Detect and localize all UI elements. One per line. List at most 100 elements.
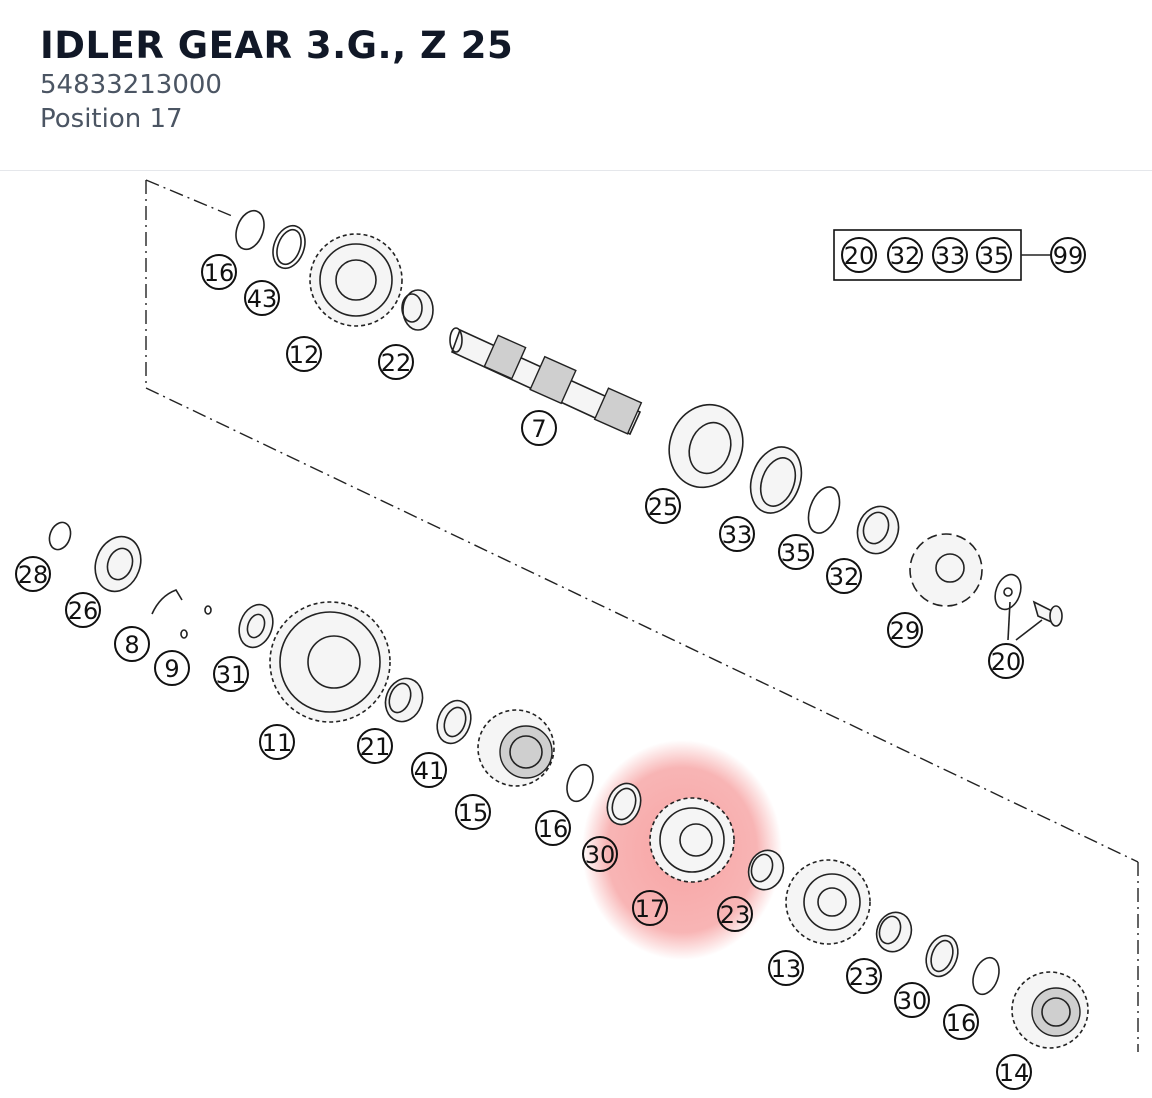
part-bearing-25 (668, 403, 744, 489)
callout-label: 30 (897, 987, 928, 1015)
part-gear-15 (477, 709, 555, 787)
part-pin-9 (180, 605, 212, 639)
callout-label: 16 (946, 1009, 977, 1037)
callout-label: 22 (381, 349, 412, 377)
part-sprocket-29 (909, 533, 983, 607)
callout-label: 29 (890, 617, 921, 645)
callout-label: 26 (68, 597, 99, 625)
part-circlip-16-lower (972, 956, 1000, 996)
callout-label: 13 (771, 955, 802, 983)
callout-8[interactable]: 8 (114, 626, 150, 662)
callout-label: 23 (849, 963, 880, 991)
callout-label: 31 (216, 661, 247, 689)
part-washer-43 (272, 224, 306, 270)
part-gear-12 (309, 233, 403, 327)
callout-label: 16 (204, 259, 235, 287)
callout-label: 16 (538, 815, 569, 843)
callout-41[interactable]: 41 (411, 752, 447, 788)
callout-23-middle[interactable]: 23 (717, 896, 753, 932)
kit-result-callout[interactable]: 99 (1050, 237, 1086, 273)
callout-label: 35 (781, 539, 812, 567)
part-sleeve-32 (856, 505, 900, 555)
callout-label: 20 (991, 648, 1022, 676)
part-gear-13 (785, 859, 871, 945)
part-bushing-23-lower (875, 911, 913, 953)
callout-9[interactable]: 9 (154, 650, 190, 686)
callout-23-lower[interactable]: 23 (846, 958, 882, 994)
kit-item-label: 20 (844, 242, 875, 270)
callout-label: 43 (247, 285, 278, 313)
callout-16-middle[interactable]: 16 (535, 810, 571, 846)
part-gear-11 (269, 601, 391, 723)
part-ring-35 (807, 486, 841, 534)
kit-result-label: 99 (1053, 242, 1084, 270)
part-bushing-23-middle (747, 849, 785, 891)
callout-label: 17 (635, 895, 666, 923)
exploded-diagram: 20 32 33 35 99 16 43 12 22 7 25 33 35 32… (0, 172, 1152, 1098)
part-washer-31 (238, 603, 274, 649)
callout-21[interactable]: 21 (357, 728, 393, 764)
kit-item-1[interactable]: 20 (841, 237, 877, 273)
callout-label: 14 (999, 1059, 1030, 1087)
part-position: Position 17 (40, 104, 183, 134)
part-bushing-21 (384, 677, 424, 723)
callout-7[interactable]: 7 (521, 410, 557, 446)
callout-35[interactable]: 35 (778, 534, 814, 570)
part-shaft-7 (449, 327, 643, 436)
callout-label: 41 (414, 757, 445, 785)
callout-13[interactable]: 13 (768, 950, 804, 986)
callout-12[interactable]: 12 (286, 336, 322, 372)
callout-43[interactable]: 43 (244, 280, 280, 316)
callout-11[interactable]: 11 (259, 724, 295, 760)
part-washer-41 (436, 699, 472, 745)
part-washer-20 (994, 573, 1022, 611)
callout-33[interactable]: 33 (719, 516, 755, 552)
callout-26[interactable]: 26 (65, 592, 101, 628)
callout-22[interactable]: 22 (378, 344, 414, 380)
callout-32[interactable]: 32 (826, 558, 862, 594)
callout-30-lower[interactable]: 30 (894, 982, 930, 1018)
callout-16-upper[interactable]: 16 (201, 254, 237, 290)
kit-item-label: 35 (979, 242, 1010, 270)
kit-item-4[interactable]: 35 (976, 237, 1012, 273)
part-washer-30-middle (606, 782, 642, 826)
part-circlip-16-middle (566, 763, 594, 803)
part-circlip-16-upper (235, 209, 265, 251)
part-idler-gear-17 (649, 797, 735, 883)
part-bearing-26 (94, 535, 142, 593)
kit-item-label: 32 (890, 242, 921, 270)
callout-28[interactable]: 28 (15, 556, 51, 592)
callout-17-highlighted[interactable]: 17 (632, 890, 668, 926)
callout-label: 12 (289, 341, 320, 369)
leader-lines-20 (1007, 601, 1043, 641)
part-header: IDLER GEAR 3.G., Z 25 54833213000 Positi… (0, 0, 1152, 171)
callout-31[interactable]: 31 (213, 656, 249, 692)
callout-label: 25 (648, 493, 679, 521)
part-title: IDLER GEAR 3.G., Z 25 (40, 24, 514, 67)
callout-20[interactable]: 20 (988, 643, 1024, 679)
callout-label: 23 (720, 901, 751, 929)
part-washer-30-lower (925, 934, 959, 978)
callout-15[interactable]: 15 (455, 794, 491, 830)
callout-16-lower[interactable]: 16 (943, 1004, 979, 1040)
callout-30-middle[interactable]: 30 (582, 836, 618, 872)
kit-item-3[interactable]: 33 (932, 237, 968, 273)
callout-label: 15 (458, 799, 489, 827)
assembly-frame (145, 179, 1139, 1052)
callout-label: 30 (585, 841, 616, 869)
part-gear-14 (1011, 971, 1089, 1049)
callout-25[interactable]: 25 (645, 488, 681, 524)
callout-label: 28 (18, 561, 49, 589)
callout-label: 11 (262, 729, 293, 757)
kit-item-label: 33 (935, 242, 966, 270)
part-bushing-22 (401, 289, 434, 331)
callout-29[interactable]: 29 (887, 612, 923, 648)
diagram-canvas: 20 32 33 35 99 16 43 12 22 7 25 33 35 32… (15, 179, 1139, 1090)
callout-label: 33 (722, 521, 753, 549)
callout-label: 9 (164, 655, 179, 683)
part-number: 54833213000 (40, 70, 222, 100)
callout-label: 8 (124, 631, 139, 659)
kit-item-2[interactable]: 32 (887, 237, 923, 273)
part-seal-33 (749, 446, 803, 514)
callout-14[interactable]: 14 (996, 1054, 1032, 1090)
